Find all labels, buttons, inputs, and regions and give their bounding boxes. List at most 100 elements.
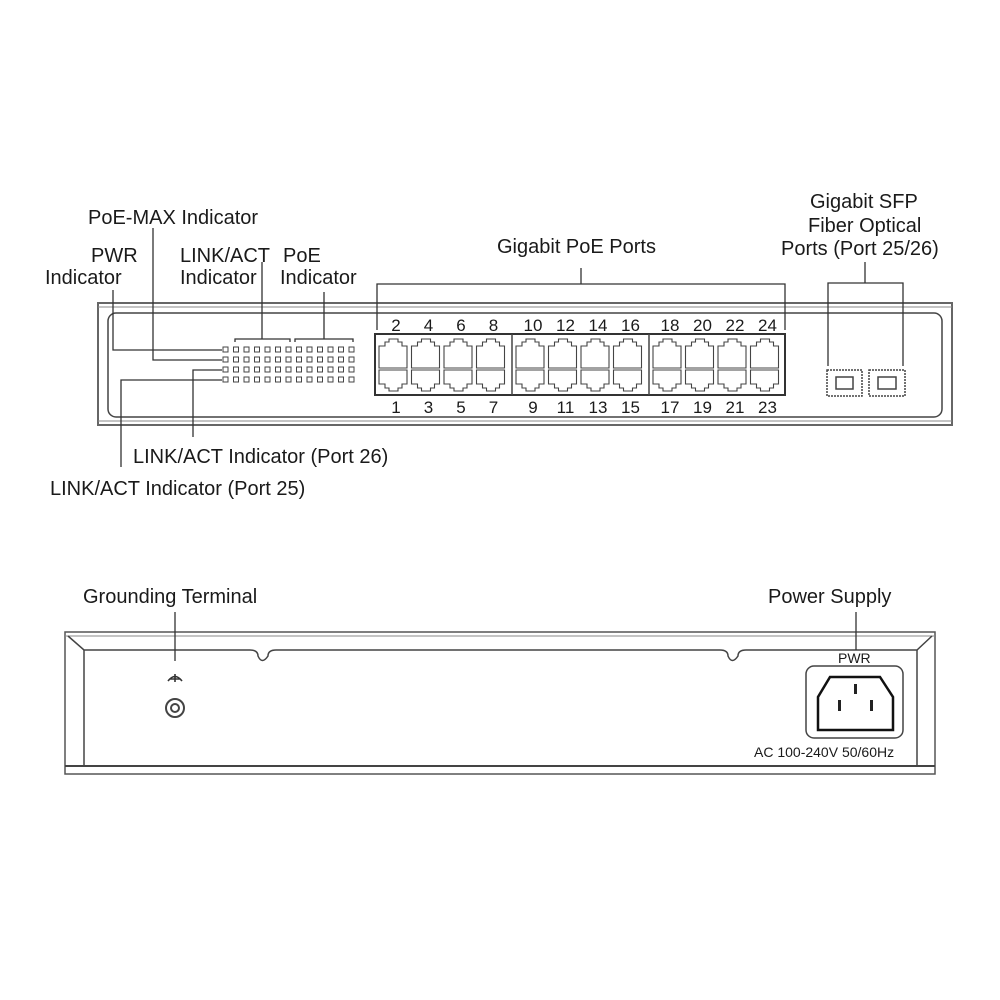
linkact-25-label: LINK/ACT Indicator (Port 25) bbox=[50, 478, 305, 500]
power-socket[interactable] bbox=[805, 665, 904, 739]
port-number: 2 bbox=[391, 316, 400, 335]
port-number: 6 bbox=[456, 316, 465, 335]
rj45-port[interactable] bbox=[684, 369, 715, 392]
rj45-port[interactable] bbox=[475, 338, 506, 369]
port-number: 17 bbox=[661, 398, 680, 417]
led-indicator bbox=[327, 356, 334, 363]
sfp-port-25[interactable] bbox=[826, 369, 863, 397]
rj45-port[interactable] bbox=[717, 369, 747, 392]
port-number: 8 bbox=[489, 316, 498, 335]
rj45-port[interactable] bbox=[378, 338, 408, 369]
led-indicator bbox=[254, 376, 260, 383]
rear-panel bbox=[64, 631, 936, 775]
port-number: 10 bbox=[524, 316, 543, 335]
gigabit-poe-ports-label: Gigabit PoE Ports bbox=[497, 236, 656, 258]
rj45-port[interactable] bbox=[580, 369, 610, 392]
led-indicator bbox=[285, 346, 292, 353]
led-indicator bbox=[296, 376, 302, 383]
poe-max-indicator-label: PoE-MAX Indicator bbox=[88, 207, 258, 229]
led-indicator bbox=[338, 356, 344, 363]
led-indicator bbox=[348, 346, 355, 353]
led-indicator bbox=[348, 366, 355, 373]
led-indicator bbox=[264, 376, 271, 383]
port-number: 4 bbox=[424, 316, 433, 335]
rj45-port[interactable] bbox=[378, 369, 408, 392]
port-number: 18 bbox=[661, 316, 680, 335]
led-indicator bbox=[275, 346, 281, 353]
led-indicator bbox=[264, 346, 271, 353]
front-panel bbox=[97, 302, 953, 426]
rj45-port[interactable] bbox=[547, 369, 578, 392]
led-indicator bbox=[243, 376, 250, 383]
port-number: 13 bbox=[589, 398, 608, 417]
port-number: 9 bbox=[528, 398, 537, 417]
led-indicator bbox=[338, 376, 344, 383]
led-indicator bbox=[254, 346, 260, 353]
rj45-port[interactable] bbox=[684, 338, 715, 369]
led-indicator bbox=[243, 356, 250, 363]
port-number: 5 bbox=[456, 398, 465, 417]
rj45-port-block bbox=[374, 333, 786, 396]
port-number: 11 bbox=[557, 398, 575, 417]
led-indicator bbox=[317, 366, 323, 373]
rj45-port[interactable] bbox=[443, 369, 473, 392]
rj45-port[interactable] bbox=[749, 369, 780, 392]
led-indicator bbox=[306, 376, 313, 383]
linkact-bracket bbox=[234, 262, 291, 342]
rj45-port[interactable] bbox=[515, 369, 545, 392]
led-indicator bbox=[306, 346, 313, 353]
rj45-port[interactable] bbox=[612, 338, 643, 369]
port-number: 20 bbox=[693, 316, 712, 335]
port-number: 23 bbox=[758, 398, 777, 417]
led-indicator bbox=[275, 366, 281, 373]
pwr-leader bbox=[112, 290, 222, 351]
rj45-port[interactable] bbox=[749, 338, 780, 369]
led-indicator bbox=[285, 366, 292, 373]
rj45-port[interactable] bbox=[515, 338, 545, 369]
rj45-port[interactable] bbox=[652, 338, 682, 369]
sfp-port-26[interactable] bbox=[868, 369, 906, 397]
linkact-indicator-label-1: LINK/ACT bbox=[180, 245, 270, 267]
led-indicator bbox=[275, 356, 281, 363]
rj45-port[interactable] bbox=[717, 338, 747, 369]
poe-max-leader bbox=[152, 228, 222, 361]
led-indicator-grid bbox=[222, 346, 355, 383]
grounding-terminal-label: Grounding Terminal bbox=[83, 586, 257, 608]
poe-indicator-label-2: Indicator bbox=[280, 267, 357, 289]
led-indicator bbox=[264, 366, 271, 373]
rj45-port[interactable] bbox=[443, 338, 473, 369]
led-indicator bbox=[222, 366, 229, 373]
rj45-port[interactable] bbox=[410, 338, 441, 369]
led-indicator bbox=[296, 366, 302, 373]
power-supply-label: Power Supply bbox=[768, 586, 891, 608]
pwr-indicator-label-1: PWR bbox=[91, 245, 138, 267]
led-indicator bbox=[317, 356, 323, 363]
led-indicator bbox=[254, 356, 260, 363]
led-indicator bbox=[233, 356, 239, 363]
linkact-25-leader bbox=[120, 379, 222, 467]
led-indicator bbox=[296, 346, 302, 353]
port-number: 15 bbox=[621, 398, 640, 417]
led-indicator bbox=[264, 356, 271, 363]
led-indicator bbox=[233, 346, 239, 353]
led-indicator bbox=[254, 366, 260, 373]
led-indicator bbox=[317, 346, 323, 353]
poe-ports-bracket bbox=[376, 268, 786, 330]
rj45-port[interactable] bbox=[580, 338, 610, 369]
rj45-port[interactable] bbox=[612, 369, 643, 392]
pwr-indicator-label-2: Indicator bbox=[45, 267, 122, 289]
rj45-port[interactable] bbox=[475, 369, 506, 392]
port-number: 14 bbox=[589, 316, 608, 335]
rj45-port[interactable] bbox=[652, 369, 682, 392]
led-indicator bbox=[296, 356, 302, 363]
sfp-label-1: Gigabit SFP bbox=[810, 191, 918, 213]
linkact-26-leader bbox=[192, 369, 222, 437]
rj45-port[interactable] bbox=[547, 338, 578, 369]
led-indicator bbox=[222, 376, 229, 383]
led-indicator bbox=[222, 356, 229, 363]
led-indicator bbox=[338, 366, 344, 373]
rj45-port[interactable] bbox=[410, 369, 441, 392]
pwr-label: PWR bbox=[838, 650, 871, 666]
linkact-26-label: LINK/ACT Indicator (Port 26) bbox=[133, 446, 388, 468]
